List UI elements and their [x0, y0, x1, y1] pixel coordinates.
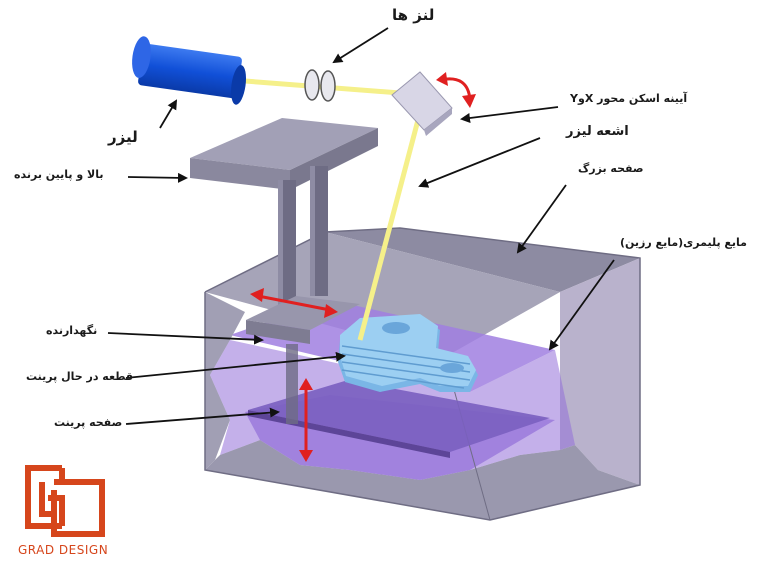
label-laser-beam: اشعه لیزر: [566, 124, 629, 139]
leader-mirror: [460, 106, 559, 123]
leader-arrows: [107, 27, 615, 425]
tank-outline: [204, 227, 641, 521]
elevator-top-plate: [190, 118, 378, 170]
elevator-rod-right-hl: [310, 166, 315, 296]
leader-print-plate: [125, 407, 280, 425]
label-resin: مایع پلیمری(مایع رزین): [620, 236, 747, 249]
scanning-mirror: [391, 71, 453, 136]
label-printing-part: قطعه در حال پرینت: [26, 370, 134, 383]
print-plate-edge: [248, 410, 450, 458]
motion-arrows: [250, 72, 476, 462]
laser-device: [132, 36, 247, 105]
laser-beam-down: [357, 119, 421, 341]
label-holder: نگهدارنده: [46, 324, 98, 337]
label-print-plate: صفحه پرینت: [54, 416, 123, 429]
label-large-plate: صفحه بزرگ: [578, 162, 644, 175]
label-mirror: آیینه اسکن محور XوY: [570, 92, 688, 105]
holder-stem: [286, 344, 298, 424]
leader-laser: [159, 99, 178, 129]
leader-lenses: [332, 27, 389, 64]
leader-part: [125, 351, 346, 379]
leader-resin: [548, 259, 615, 351]
label-laser: لیزر: [108, 128, 138, 146]
leader-large-plate: [516, 184, 567, 254]
print-plate: [248, 380, 550, 452]
logo-wordmark: GRAD DESIGN: [18, 543, 109, 557]
elevator-top-front: [190, 158, 290, 190]
tank-back-wall: [325, 228, 640, 292]
holder-bar: [246, 296, 360, 330]
lens-pair: [304, 69, 336, 102]
elevator-assembly: [190, 118, 378, 424]
holder-bar-front: [246, 320, 310, 344]
leader-holder: [107, 332, 264, 345]
elevator-rod-left-hl: [278, 180, 283, 325]
leader-elevator: [127, 172, 188, 183]
label-elevator: بالا و پایین برنده: [14, 168, 104, 181]
leader-beam: [418, 137, 541, 188]
grad-design-logo-icon: [25, 465, 105, 537]
tank-inner-right-wall: [560, 258, 640, 485]
printed-part: [338, 314, 478, 392]
label-lenses: لنز ها: [392, 6, 435, 24]
tank-front-face: [205, 440, 640, 520]
tank-front-left-wall: [205, 292, 245, 470]
